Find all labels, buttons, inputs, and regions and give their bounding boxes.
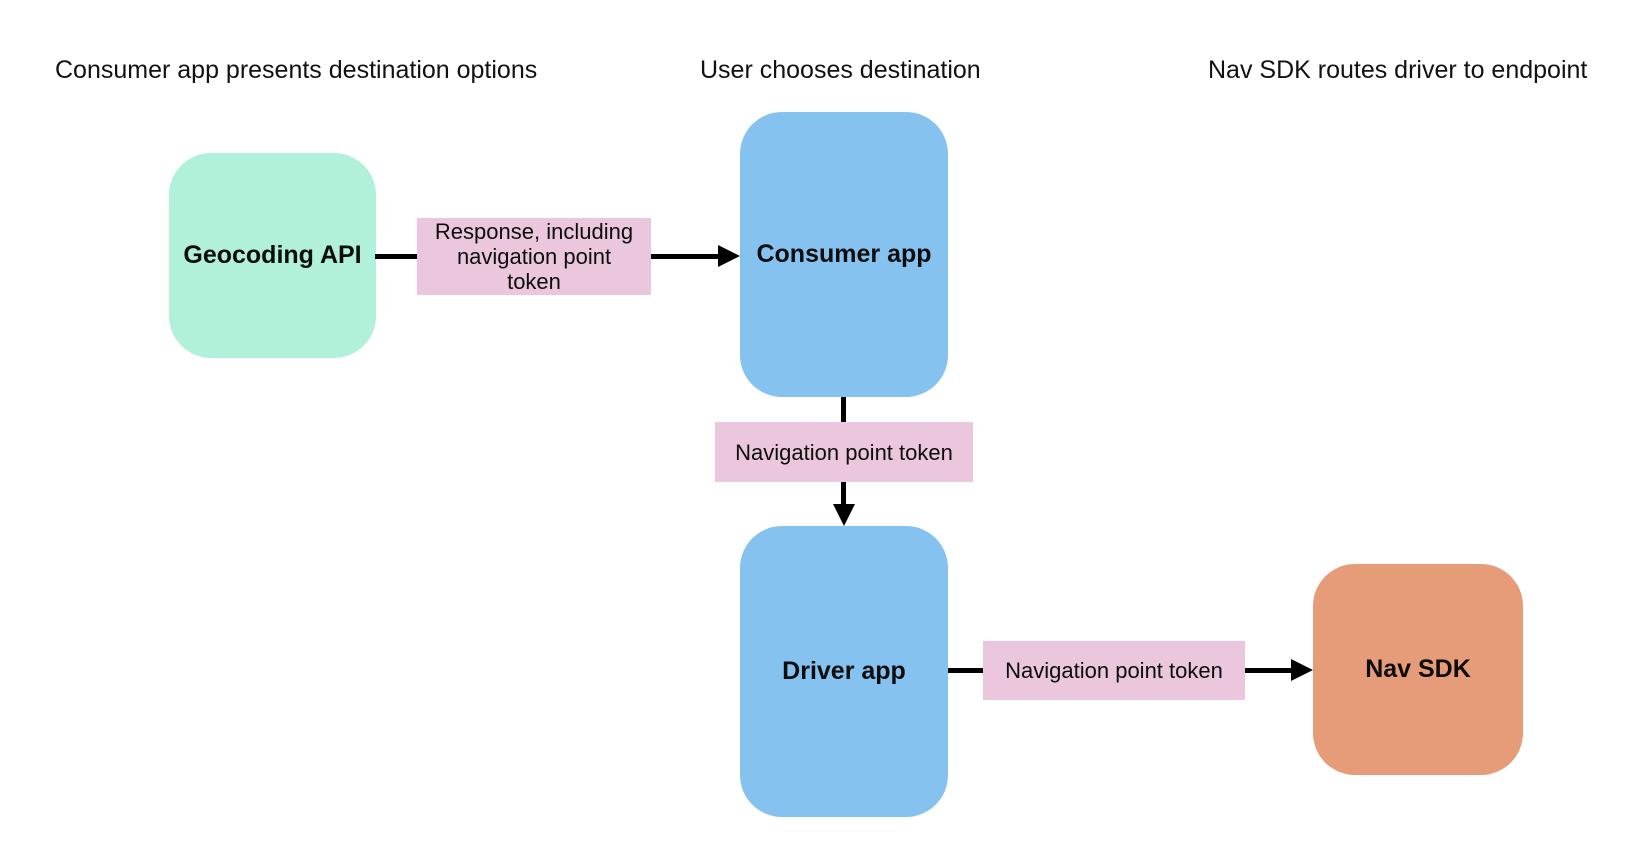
edge-label-text: Navigation point token — [1005, 658, 1223, 683]
arrow-line — [948, 668, 983, 673]
node-consumer-app-label: Consumer app — [756, 240, 932, 268]
edge-label-navigation-point-token-2: Navigation point token — [983, 641, 1245, 700]
edge-label-response-including-token: Response, including navigation point tok… — [417, 218, 651, 295]
column-header-user-chooses: User chooses destination — [700, 56, 981, 84]
node-consumer-app: Consumer app — [740, 112, 948, 397]
edge-label-text: Response, including navigation point tok… — [434, 219, 634, 294]
arrow-line — [1245, 668, 1292, 673]
arrowhead-right-icon — [718, 245, 740, 267]
node-nav-sdk: Nav SDK — [1313, 564, 1523, 775]
node-driver-app: Driver app — [740, 526, 948, 817]
edge-label-text: Navigation point token — [735, 439, 953, 465]
arrowhead-right-icon — [1291, 659, 1313, 681]
column-header-consumer-presents: Consumer app presents destination option… — [55, 56, 538, 84]
arrow-line — [651, 254, 719, 259]
arrowhead-down-icon — [833, 504, 855, 526]
arrow-line — [841, 482, 846, 505]
column-header-nav-sdk-routes: Nav SDK routes driver to endpoint — [1208, 56, 1588, 84]
node-driver-app-label: Driver app — [782, 657, 906, 685]
node-geocoding-api: Geocoding API — [169, 153, 376, 358]
node-nav-sdk-label: Nav SDK — [1365, 655, 1471, 683]
node-geocoding-api-label: Geocoding API — [183, 241, 362, 269]
edge-label-navigation-point-token-1: Navigation point token — [715, 422, 973, 482]
arrow-line — [375, 254, 417, 259]
arrow-line — [841, 397, 846, 423]
